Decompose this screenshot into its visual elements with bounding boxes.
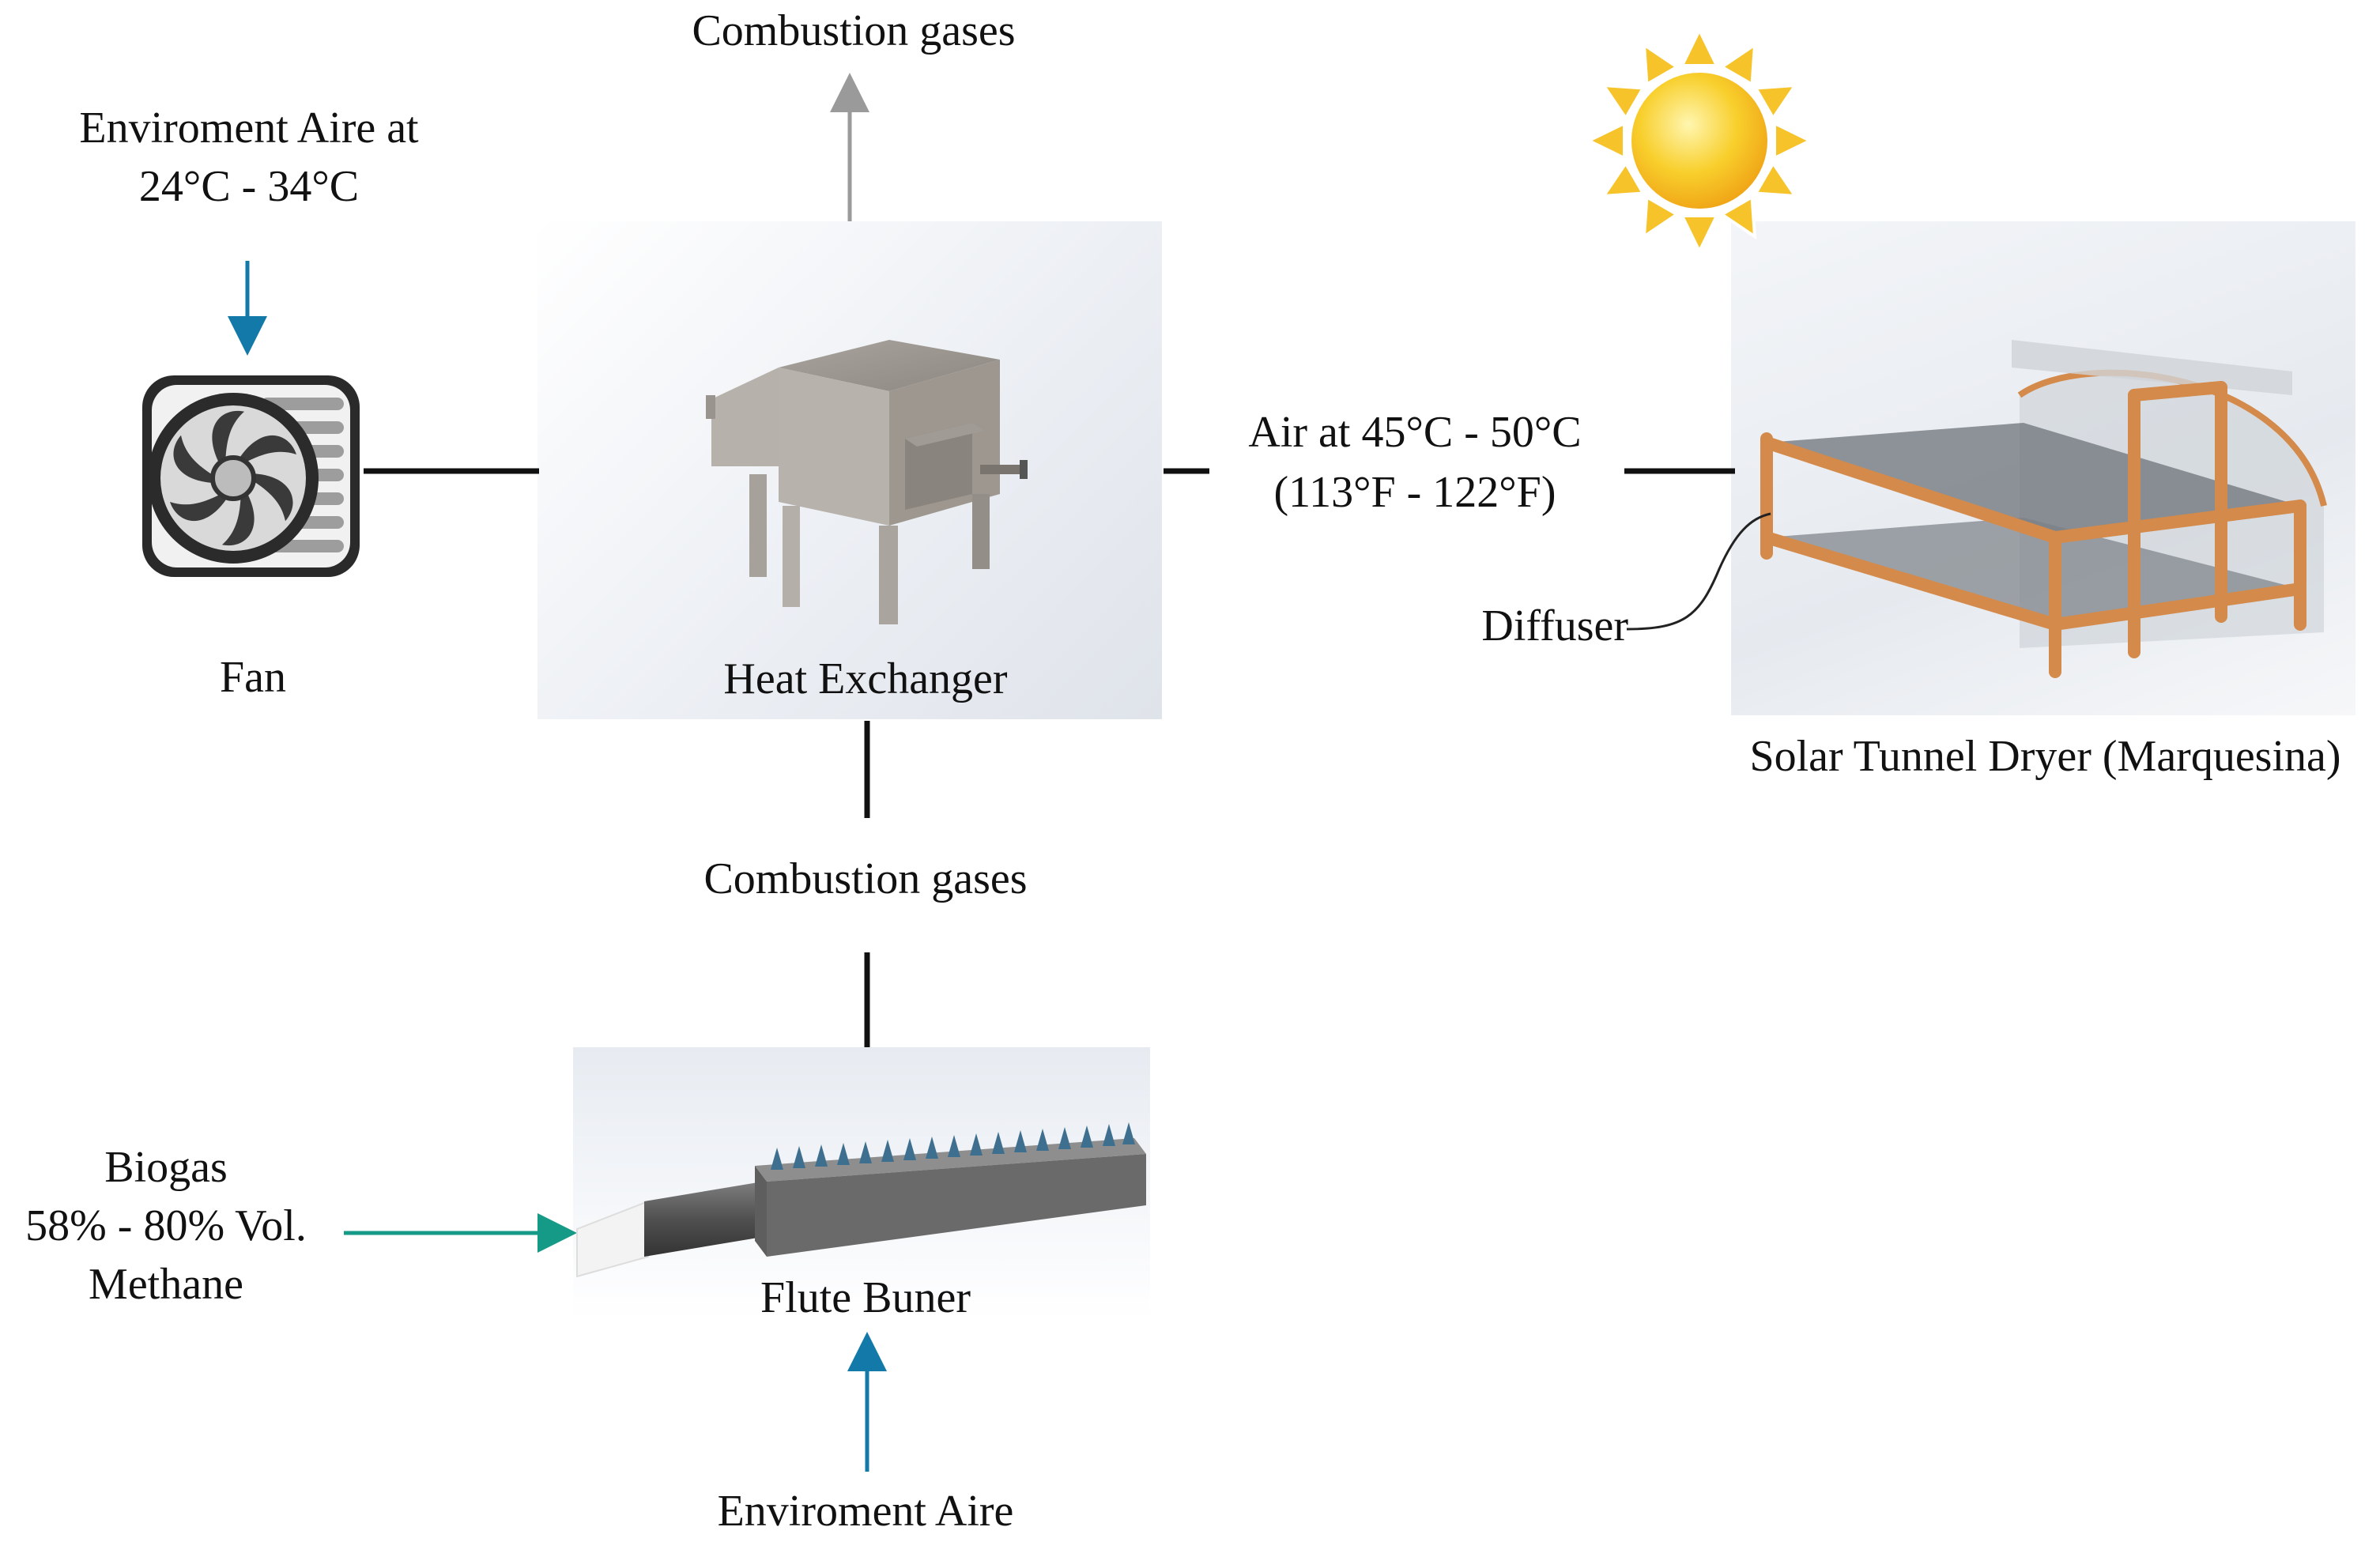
diffuser-label: Diffuser (1481, 601, 1628, 650)
fan-label: Fan (220, 653, 286, 702)
env-air-label-line2: 24°C - 34°C (138, 162, 360, 211)
air-temp-label-line2: (113°F - 122°F) (1273, 468, 1556, 517)
flute-burner-icon (576, 1122, 1146, 1278)
fan-icon (142, 375, 360, 577)
combustion-gases-top-label: Combustion gases (692, 6, 1016, 55)
solar-dryer-icon (1760, 340, 2327, 678)
dryer-label: Solar Tunnel Dryer (Marquesina) (1749, 732, 2341, 781)
flute-burner-label: Flute Buner (760, 1273, 971, 1322)
biogas-label-line2: 58% - 80% Vol. (25, 1201, 307, 1250)
env-air-label-line1: Enviroment Aire at (79, 104, 419, 153)
burner-nozzles (771, 1122, 1135, 1170)
air-temp-label-line1: Air at 45°C - 50°C (1248, 408, 1582, 457)
combustion-gases-mid-label: Combustion gases (703, 854, 1028, 903)
diffuser-leader-line (1626, 512, 1771, 631)
biogas-label-line1: Biogas (104, 1143, 228, 1192)
connector-lines (364, 468, 1735, 1047)
heat-exchanger-label: Heat Exchanger (723, 654, 1008, 703)
heat-exchanger-icon (706, 340, 1028, 624)
biogas-label-line3: Methane (89, 1260, 243, 1309)
sun-icon (1585, 26, 1814, 255)
env-air-bottom-label: Enviroment Aire (717, 1487, 1014, 1536)
